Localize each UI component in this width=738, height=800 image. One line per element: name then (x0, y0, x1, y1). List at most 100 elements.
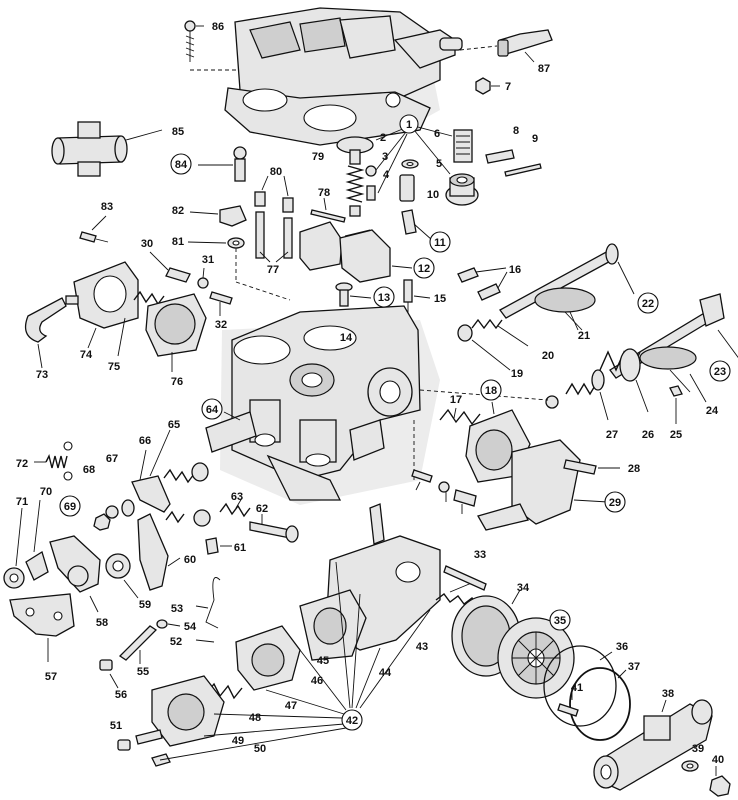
label-18: 18 (485, 385, 497, 397)
label-66: 66 (139, 435, 151, 447)
label-2: 2 (380, 132, 386, 144)
linkage-levers-69 (3, 499, 139, 613)
label-56: 56 (115, 689, 127, 701)
label-57: 57 (45, 671, 57, 683)
label-60: 60 (184, 554, 196, 566)
leader-21 (569, 311, 579, 331)
label-74: 74 (80, 349, 93, 361)
part-82 (189, 205, 247, 227)
label-50: 50 (254, 743, 266, 755)
nut-7 (475, 77, 500, 95)
carburetor-main-body-64 (205, 305, 440, 505)
label-28: 28 (628, 463, 640, 475)
spring-washer-19-20 (457, 318, 529, 371)
label-78: 78 (318, 187, 330, 199)
screws-30-31-32-right (411, 469, 477, 514)
floats-12 (299, 221, 413, 283)
label-6: 6 (434, 128, 440, 140)
label-65: 65 (168, 419, 180, 431)
leader-24 (689, 373, 707, 403)
label-15: 15 (434, 293, 446, 305)
label-52: 52 (170, 636, 182, 648)
diaphragm-assembly-left (24, 261, 207, 372)
leaders-42 (159, 561, 431, 761)
label-25: 25 (670, 429, 682, 441)
label-81: 81 (172, 236, 184, 248)
label-55: 55 (137, 666, 149, 678)
label-86: 86 (212, 21, 224, 33)
plug-51 (117, 739, 131, 751)
throttle-shaft-22 (499, 243, 635, 331)
label-33: 33 (474, 549, 486, 561)
clip-54 (156, 619, 181, 629)
label-67: 67 (106, 453, 118, 465)
label-31: 31 (202, 254, 214, 266)
label-49: 49 (232, 735, 244, 747)
label-51: 51 (110, 720, 122, 732)
pump-body-35 (497, 617, 575, 699)
bolt-40 (709, 766, 731, 797)
label-9: 9 (532, 133, 538, 145)
label-10: 10 (427, 189, 439, 201)
carburetor-top-cover (224, 7, 463, 146)
label-84: 84 (175, 159, 188, 171)
label-16: 16 (509, 264, 521, 276)
label-80: 80 (270, 166, 282, 178)
needle-screw-55 (118, 625, 158, 664)
pump-assembly-right (439, 401, 620, 531)
filter-6 (413, 125, 473, 163)
balance-pipe-85 (51, 121, 163, 177)
label-62: 62 (256, 503, 268, 515)
label-29: 29 (609, 497, 621, 509)
label-38: 38 (662, 688, 674, 700)
label-69: 69 (64, 501, 76, 513)
washer-10 (401, 159, 419, 169)
screw-33 (443, 565, 487, 591)
label-41: 41 (571, 682, 583, 694)
label-85: 85 (172, 126, 184, 138)
label-43: 43 (416, 641, 428, 653)
spring-47 (205, 682, 243, 700)
label-53: 53 (171, 603, 183, 615)
label-61: 61 (234, 542, 246, 554)
spring-26 (599, 348, 649, 413)
pin-78 (310, 197, 346, 223)
label-54: 54 (184, 621, 197, 633)
label-68: 68 (83, 464, 95, 476)
label-36: 36 (616, 641, 628, 653)
washer-81 (187, 237, 245, 249)
label-4: 4 (383, 169, 390, 181)
housing-38 (593, 699, 713, 791)
label-87: 87 (538, 63, 550, 75)
rod-53 (195, 577, 221, 629)
label-markers (59, 114, 731, 731)
label-22: 22 (642, 298, 654, 310)
label-27: 27 (606, 429, 618, 441)
label-20: 20 (542, 350, 554, 362)
gasket-46 (235, 625, 301, 691)
label-21: 21 (578, 330, 590, 342)
label-58: 58 (96, 617, 108, 629)
linkage-left (93, 429, 211, 591)
label-70: 70 (40, 486, 52, 498)
pump-housing-45 (299, 503, 441, 661)
label-24: 24 (706, 405, 719, 417)
label-83: 83 (101, 201, 113, 213)
washer-39 (681, 760, 699, 772)
label-48: 48 (249, 712, 261, 724)
label-32: 32 (215, 319, 227, 331)
needle-valve-assembly (336, 127, 408, 217)
label-35: 35 (554, 615, 566, 627)
screw-41 (557, 692, 579, 717)
bracket-57 (9, 593, 75, 662)
screws-16 (457, 267, 508, 301)
label-77: 77 (267, 264, 279, 276)
label-59: 59 (139, 599, 151, 611)
label-75: 75 (108, 361, 120, 373)
screw-83 (79, 215, 109, 243)
jet-84 (198, 146, 247, 182)
label-12: 12 (418, 263, 430, 275)
label-17: 17 (450, 394, 462, 406)
